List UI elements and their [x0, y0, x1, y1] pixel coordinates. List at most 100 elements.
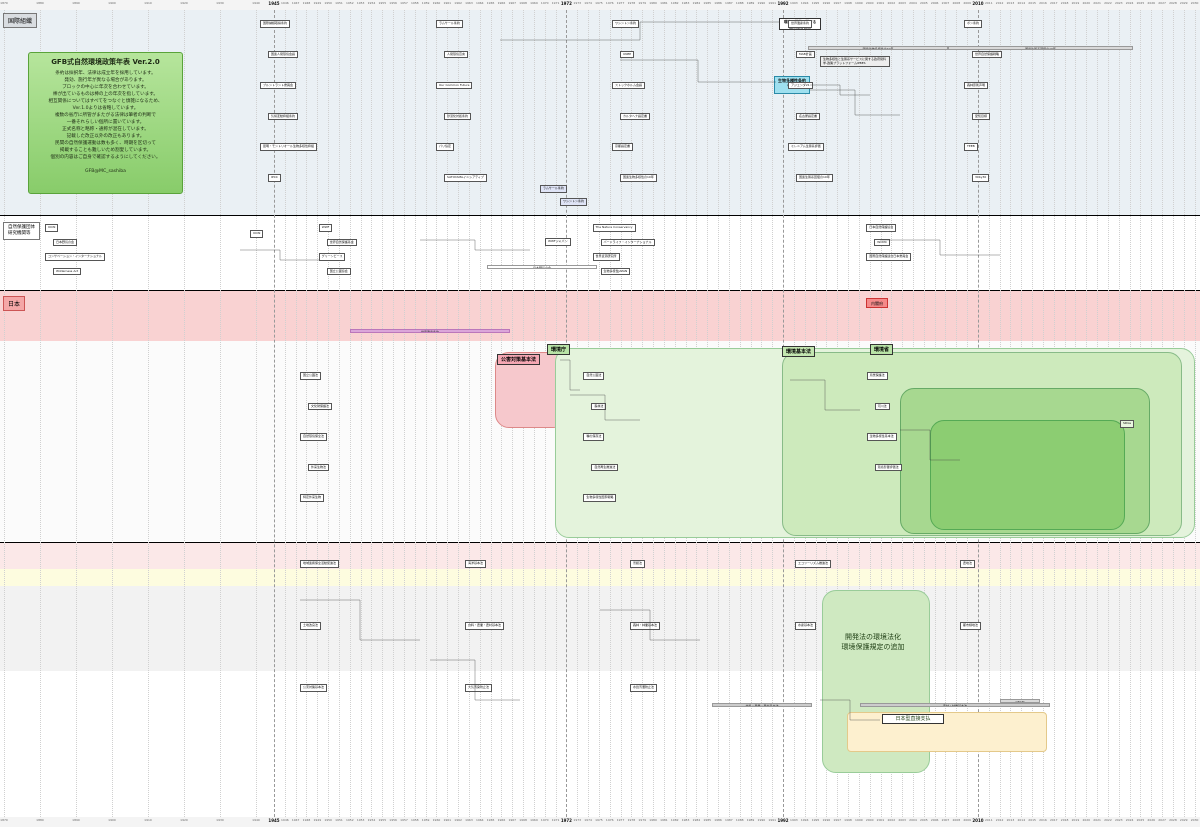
year-tick: 2015 — [1028, 818, 1036, 822]
note-line: 掲載することも難しいため割愛しています。 — [59, 148, 152, 153]
year-tick: 2007 — [941, 1, 950, 5]
section-label-international: 国際組織 — [3, 13, 38, 28]
bar-ngo-1: 日本野鳥の会 — [487, 265, 597, 269]
year-tick: 2001 — [876, 1, 885, 5]
japan-nodes-item: エコツーリズム推進法 — [795, 560, 832, 568]
note-line: 棒が出ているものは棒の上の年次を指しています。 — [52, 92, 159, 97]
year-tick: 1910 — [144, 1, 152, 5]
year-gridline — [328, 10, 330, 817]
highlight-wwf: WWFジャパン — [545, 238, 571, 246]
year-tick: 1969 — [530, 818, 538, 822]
japan-nodes-item: 都市緑地法 — [960, 622, 982, 630]
japan-nodes-item: 河川法 — [874, 402, 890, 411]
year-gridline — [4, 10, 5, 817]
year-tick: 1985 — [703, 1, 712, 5]
year-tick: 1994 — [800, 1, 809, 5]
year-tick: 1967 — [508, 818, 517, 822]
year-tick: 1973 — [573, 1, 582, 5]
year-tick: 1987 — [725, 1, 733, 5]
year-tick: 1961 — [443, 1, 452, 5]
year-tick: 2023 — [1114, 1, 1123, 5]
japan-nodes-item: 鳥獣保護法 — [866, 372, 888, 380]
year-tick: 1955 — [378, 1, 387, 5]
separator — [0, 215, 1200, 216]
year-tick: 1979 — [638, 1, 647, 5]
year-tick: 1960 — [432, 1, 441, 5]
year-tick: 1951 — [335, 1, 343, 5]
year-tick: 2019 — [1071, 1, 1080, 5]
year-tick: 2009 — [963, 1, 971, 5]
year-tick: 1978 — [627, 818, 636, 822]
intl-nodes-item: Our Common Future — [436, 81, 473, 90]
year-tick: 2011 — [984, 1, 993, 5]
note-line: 一番それらしい個所に置いています。 — [66, 120, 145, 125]
year-tick: 1953 — [356, 818, 365, 822]
year-tick: 1954 — [367, 818, 376, 822]
intl-nodes-item: カルタヘナ議定書 — [620, 112, 651, 121]
bar-unesco: 世界遺産条約 — [350, 329, 510, 333]
highlight-cites: ワシントン条約 — [560, 198, 588, 206]
note-line: 民間の自然保護運動は数も多く、時期を区切って — [55, 141, 156, 146]
separator — [0, 542, 1200, 543]
japan-nodes-item: 文化財保護法 — [308, 402, 333, 411]
year-tick: 1965 — [486, 1, 495, 5]
year-gridline — [490, 10, 492, 817]
year-tick: 1940 — [252, 818, 260, 822]
highlight-iucn: IUCN — [250, 230, 264, 238]
year-tick: 2005 — [919, 1, 928, 5]
year-tick: 2029 — [1179, 818, 1188, 822]
highlight-ipbes: 生物多様性と生態系サービスに関する政府間科学-政策プラットフォームIPBES — [820, 56, 890, 68]
year-tick: 1987 — [725, 818, 733, 822]
label-kankyosho: 環境省 — [870, 344, 894, 355]
year-gridline — [349, 10, 351, 817]
year-tick: 1972 — [560, 1, 572, 6]
year-tick: 1949 — [313, 818, 322, 822]
japan-nodes-item: 自然再生推進法 — [591, 463, 619, 472]
label-kogai: 公害対策基本法 — [497, 354, 541, 365]
year-tick: 1979 — [638, 818, 647, 822]
year-tick: 1953 — [356, 1, 365, 5]
ngo-nodes-item: 世界自然保護基金 — [326, 238, 357, 247]
year-tick: 1993 — [790, 818, 798, 822]
year-tick: 1984 — [692, 1, 701, 5]
note-title: GFB式自然環境政策年表 Ver.2.0 — [51, 58, 160, 66]
connector-line — [880, 239, 1000, 256]
year-tick: 1989 — [746, 1, 755, 5]
year-gridline — [256, 10, 257, 817]
year-gridline — [468, 10, 470, 817]
japan-nodes-item: 森林法 — [591, 402, 607, 411]
year-tick: 2029 — [1179, 1, 1188, 5]
year-tick: 2013 — [1006, 818, 1015, 822]
year-tick: 1986 — [714, 818, 722, 822]
year-tick: 1965 — [486, 818, 495, 822]
year-tick: 1976 — [605, 1, 614, 5]
intl-nodes-item: ブルントラント委員会 — [260, 81, 296, 90]
note-line: 発効、施行年が異なる場合があります。 — [64, 78, 147, 83]
note-line: 個別の内容はご自身で確認するようにしてください。 — [50, 155, 161, 160]
year-tick: 1963 — [465, 1, 473, 5]
year-tick: 1964 — [475, 1, 484, 5]
year-tick: 1956 — [389, 818, 397, 822]
year-tick: 1945 — [268, 1, 280, 6]
bar-ipbes: OECM — [1000, 699, 1040, 703]
intl-nodes-item: 国際捕鯨取締条約 — [260, 20, 291, 28]
year-tick: 2021 — [1093, 818, 1101, 822]
year-tick: 1958 — [410, 818, 419, 822]
year-tick: 2007 — [941, 818, 950, 822]
ngo-nodes-item: IUCN — [45, 224, 59, 232]
bar-intl-1: 国連生物多様性の10年 — [808, 46, 948, 50]
ngo-nodes-item: バードライフ・インターナショナル — [600, 238, 655, 247]
year-tick: 1980 — [649, 1, 657, 5]
legend-note: GFB式自然環境政策年表 Ver.2.0 条約は採択年、法律は成立年を採用してい… — [28, 52, 183, 194]
year-tick: 2027 — [1158, 1, 1166, 5]
year-tick: 1955 — [378, 818, 387, 822]
bar-intl-2: 国連生態系回復の10年 — [948, 46, 1133, 50]
year-tick: 2016 — [1039, 1, 1047, 5]
label-kankyocho: 環境庁 — [547, 344, 571, 355]
year-tick: 1991 — [768, 1, 777, 5]
bar-gray-a: 食料・農業・農村基本法 — [712, 703, 812, 707]
year-gridline — [40, 10, 41, 817]
year-tick: 1974 — [584, 1, 592, 5]
